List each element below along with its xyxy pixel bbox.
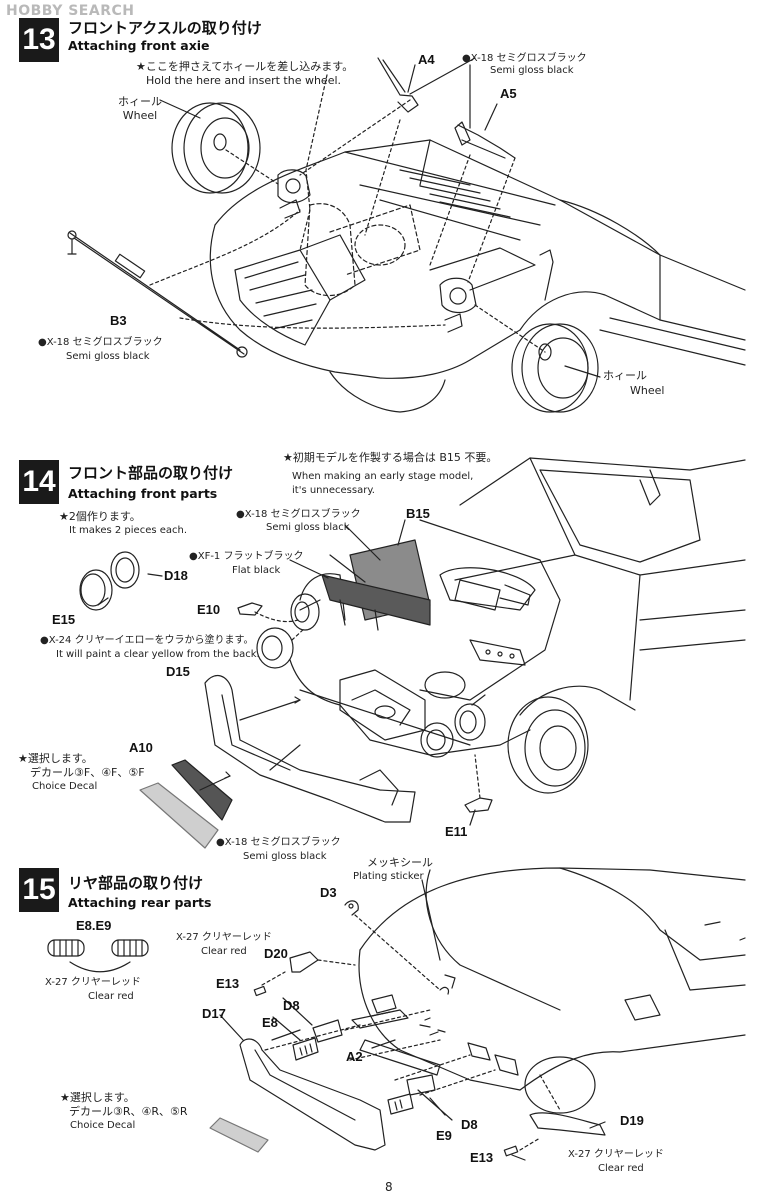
step13-note-hold-en: Hold the here and insert the wheel. [146, 74, 342, 87]
step15-x27b-en: Clear red [201, 946, 247, 957]
step15-title-en: Attaching rear parts [68, 895, 212, 910]
part-e15: E15 [52, 612, 76, 627]
step15-x27c-en: Clear red [598, 1163, 644, 1174]
step14-decal-jp: デカール③F、④F、⑤F [30, 766, 145, 779]
step14-car-front-drawing [80, 458, 745, 848]
part-e11: E11 [445, 824, 468, 839]
watermark: HOBBY SEARCH [6, 3, 135, 19]
step13-paint-a-en: Semi gloss black [490, 65, 574, 76]
step14-xf1-en: Flat black [232, 565, 281, 576]
step15-plating-jp: メッキシール [367, 856, 433, 869]
step14-x18b-en: Semi gloss black [243, 851, 327, 862]
part-a10: A10 [129, 740, 153, 755]
step14-xf1-jp: ●XF-1 フラットブラック [189, 551, 304, 562]
part-d18: D18 [164, 568, 188, 583]
step15-number: 15 [19, 868, 59, 912]
step13-title-en: Attaching front axie [68, 38, 210, 53]
step13-wheel-left-jp: ホィール [118, 95, 162, 108]
step15-plating-en: Plating sticker [353, 871, 424, 882]
part-d15: D15 [166, 664, 190, 679]
step15-decal-en: Choice Decal [70, 1120, 136, 1131]
step14-choice-jp: ★選択します。 [18, 752, 93, 765]
part-b15: B15 [406, 506, 430, 521]
part-d20: D20 [264, 946, 288, 961]
part-a5: A5 [500, 86, 517, 101]
part-e9: E9 [436, 1128, 452, 1143]
step13-paint-b-en: Semi gloss black [66, 351, 150, 362]
step14-note-two-jp: ★2個作ります。 [59, 510, 141, 523]
part-e13-bottom: E13 [470, 1150, 494, 1165]
page-number: 8 [385, 1180, 393, 1194]
step13-note-hold-jp: ★ここを押さえてホィールを差し込みます。 [136, 60, 354, 73]
step13-wheel-right-jp: ホィール [603, 369, 647, 382]
step13-car-front-drawing [68, 58, 745, 412]
step14-title-jp: フロント部品の取り付け [68, 464, 234, 482]
part-b3: B3 [110, 313, 127, 328]
step14-decal-en: Choice Decal [32, 781, 98, 792]
step13-number: 13 [19, 18, 59, 62]
step15-choice-jp: ★選択します。 [60, 1091, 135, 1104]
part-a2: A2 [346, 1049, 363, 1064]
part-d19: D19 [620, 1113, 644, 1128]
step14-note-two-en: It makes 2 pieces each. [69, 525, 188, 536]
step14-x18b-jp: ●X-18 セミグロスブラック [216, 837, 341, 848]
part-a4: A4 [418, 52, 435, 67]
step13-title-jp: フロントアクスルの取り付け [68, 19, 262, 37]
step13-wheel-right-en: Wheel [630, 384, 665, 397]
step14-title-en: Attaching front parts [68, 486, 218, 501]
part-e8e9: E8.E9 [76, 918, 112, 933]
step14-note-early-jp: ★初期モデルを作製する場合は B15 不要。 [283, 451, 498, 464]
part-e8: E8 [262, 1015, 278, 1030]
step14-x18-jp: ●X-18 セミグロスブラック [236, 509, 361, 520]
step15-decal-jp: デカール③R、④R、⑤R [69, 1105, 188, 1118]
step14-x18-en: Semi gloss black [266, 522, 350, 533]
step13-wheel-left-en: Wheel [122, 109, 158, 122]
step14-x24-en: It will paint a clear yellow from the ba… [56, 649, 260, 660]
part-d17: D17 [202, 1006, 226, 1021]
step14-number: 14 [19, 460, 59, 504]
part-d8-top: D8 [283, 998, 300, 1013]
step13-paint-a-jp: ●X-18 セミグロスブラック [462, 53, 587, 64]
step14-x24-jp: ●X-24 クリヤーイエローをウラから塗ります。 [40, 635, 254, 646]
step15-car-rear-drawing [48, 868, 745, 1160]
step14-note-early-en1: When making an early stage model, [292, 471, 474, 482]
step13-paint-b-jp: ●X-18 セミグロスブラック [38, 337, 163, 348]
step15-x27a-en: Clear red [88, 991, 134, 1002]
part-d8-bottom: D8 [461, 1117, 478, 1132]
step15-x27c-jp: X-27 クリヤーレッド [568, 1149, 664, 1160]
part-e10: E10 [197, 602, 221, 617]
part-d3: D3 [320, 885, 337, 900]
step14-note-early-en2: it's unnecessary. [292, 485, 375, 496]
step15-title-jp: リヤ部品の取り付け [68, 874, 204, 892]
part-e13-top: E13 [216, 976, 240, 991]
step15-x27b-jp: X-27 クリヤーレッド [176, 932, 272, 943]
step15-x27a-jp: X-27 クリヤーレッド [45, 977, 141, 988]
